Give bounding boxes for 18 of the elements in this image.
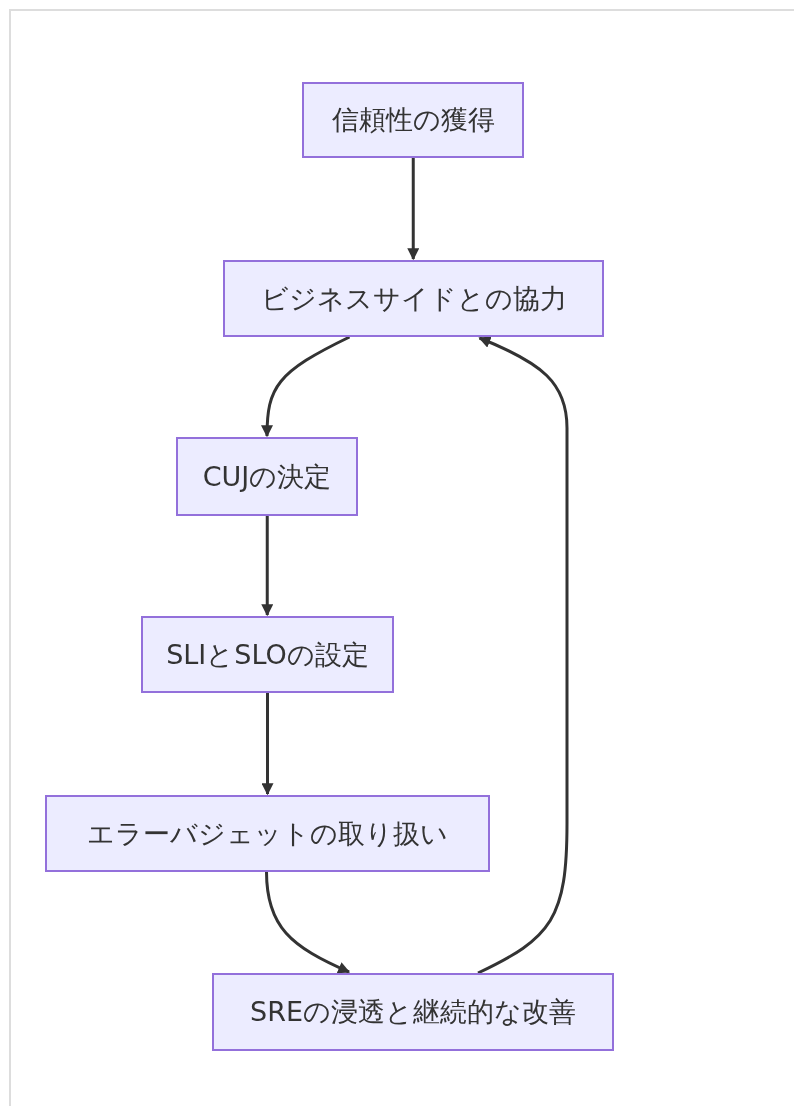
step-label: 信頼性の獲得 xyxy=(331,103,495,137)
step-label: CUJの決定 xyxy=(202,459,332,494)
arrow xyxy=(261,516,274,617)
arrow xyxy=(265,871,351,974)
process-box xyxy=(176,437,358,516)
step-label: ビジネスサイドとの協力 xyxy=(260,281,567,316)
arrow xyxy=(261,693,274,796)
step-label: SLIとSLOの設定 xyxy=(166,637,369,672)
process-box xyxy=(302,82,524,158)
arrow xyxy=(477,336,569,975)
arrow xyxy=(261,335,351,438)
process-box xyxy=(212,973,614,1051)
process-box xyxy=(45,795,490,872)
process-box xyxy=(141,616,394,693)
step-label: エラーバジェットの取り扱い xyxy=(87,816,448,851)
process-box xyxy=(223,260,604,337)
step-label: SREの浸透と継続的な改善 xyxy=(250,995,576,1029)
arrow xyxy=(407,158,420,261)
